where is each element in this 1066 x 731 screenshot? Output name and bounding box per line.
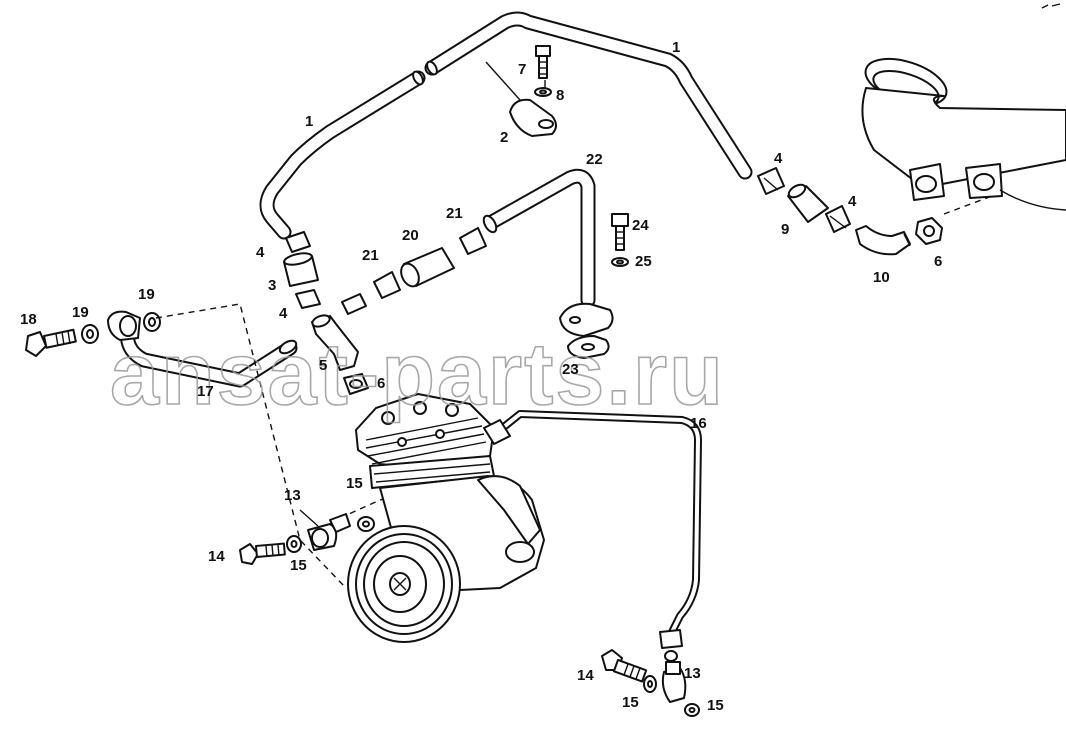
bolt-14-left (239, 542, 286, 565)
fitting-small (341, 293, 367, 315)
callout-13-left: 13 (284, 487, 301, 504)
clamp-2 (509, 98, 557, 137)
callout-19-left: 19 (72, 304, 89, 321)
callout-15-lower-right: 15 (707, 697, 724, 714)
banjo-fitting (107, 310, 141, 341)
bolt-14-right (601, 649, 648, 683)
washer-15-lower-left (643, 675, 657, 693)
washer-19-left (81, 324, 99, 344)
leader-13-left (299, 509, 319, 527)
callout-25: 25 (635, 253, 652, 270)
hose-1-left (259, 70, 426, 240)
callout-6-left: 6 (377, 375, 385, 392)
callout-17: 17 (197, 383, 214, 400)
sleeve-9 (787, 183, 829, 223)
clamp-4-right-lower (825, 205, 851, 233)
hose-1-upper (424, 11, 753, 180)
clamp-4-left-upper (285, 231, 311, 253)
callout-6-right: 6 (934, 253, 942, 270)
callout-5: 5 (319, 357, 327, 374)
nut-6-right (915, 217, 943, 245)
sleeve-3 (283, 252, 319, 287)
washer-15-upper (357, 516, 375, 532)
callout-23: 23 (562, 361, 579, 378)
banjo-13-right (661, 661, 687, 703)
callout-14-right: 14 (577, 667, 594, 684)
elbow-10 (855, 225, 911, 256)
callout-4-right-upper: 4 (774, 150, 783, 167)
callout-3: 3 (268, 277, 276, 294)
callout-16: 16 (690, 415, 707, 432)
callout-13-right: 13 (684, 665, 701, 682)
bolt-18 (25, 328, 77, 357)
callout-15-left: 15 (290, 557, 307, 574)
callout-22: 22 (586, 151, 603, 168)
callout-14-left: 14 (208, 548, 225, 565)
washer-8 (534, 87, 552, 97)
callout-9: 9 (781, 221, 789, 238)
pipe-16 (496, 410, 702, 640)
union-nut-16-bottom (659, 629, 683, 662)
callouts: 1 1 2 3 4 4 4 4 5 6 6 7 8 9 10 13 13 14 … (20, 39, 942, 714)
callout-15-lower-left: 15 (622, 694, 639, 711)
flange-23 (559, 302, 614, 359)
sleeve-20 (400, 247, 455, 288)
clamp-21-right (459, 227, 487, 255)
washer-25 (611, 257, 629, 267)
callout-20: 20 (402, 227, 419, 244)
callout-1-upper: 1 (672, 39, 680, 56)
callout-21-right: 21 (446, 205, 463, 222)
union-nut-16-top (483, 419, 511, 445)
compressor (347, 393, 545, 643)
callout-8: 8 (556, 87, 564, 104)
clamp-21-left (373, 271, 401, 299)
callout-2: 2 (500, 129, 508, 146)
washer-15-lower-right (684, 703, 700, 717)
callout-4-left-upper: 4 (256, 244, 265, 261)
washer-15-left (286, 535, 302, 553)
callout-21-left: 21 (362, 247, 379, 264)
bolt-24 (611, 213, 629, 251)
watermark: ansat-parts.ru (110, 324, 725, 423)
callout-24: 24 (632, 217, 649, 234)
banjo-13-left (307, 513, 351, 551)
callout-1-left: 1 (305, 113, 313, 130)
elbow-5 (311, 314, 359, 371)
callout-4-left-lower: 4 (279, 305, 288, 322)
callout-10: 10 (873, 269, 890, 286)
bolt-7 (535, 45, 551, 79)
callout-18: 18 (20, 311, 37, 328)
nut-6-left (343, 373, 369, 395)
callout-15-upper: 15 (346, 475, 363, 492)
pipe-22 (482, 168, 596, 308)
clamp-4-left-lower (295, 289, 321, 309)
callout-7: 7 (518, 61, 526, 78)
callout-4-right-lower: 4 (848, 193, 857, 210)
intake-manifold (861, 3, 1066, 215)
clamp-4-right-upper (757, 167, 785, 195)
callout-19-right: 19 (138, 286, 155, 303)
